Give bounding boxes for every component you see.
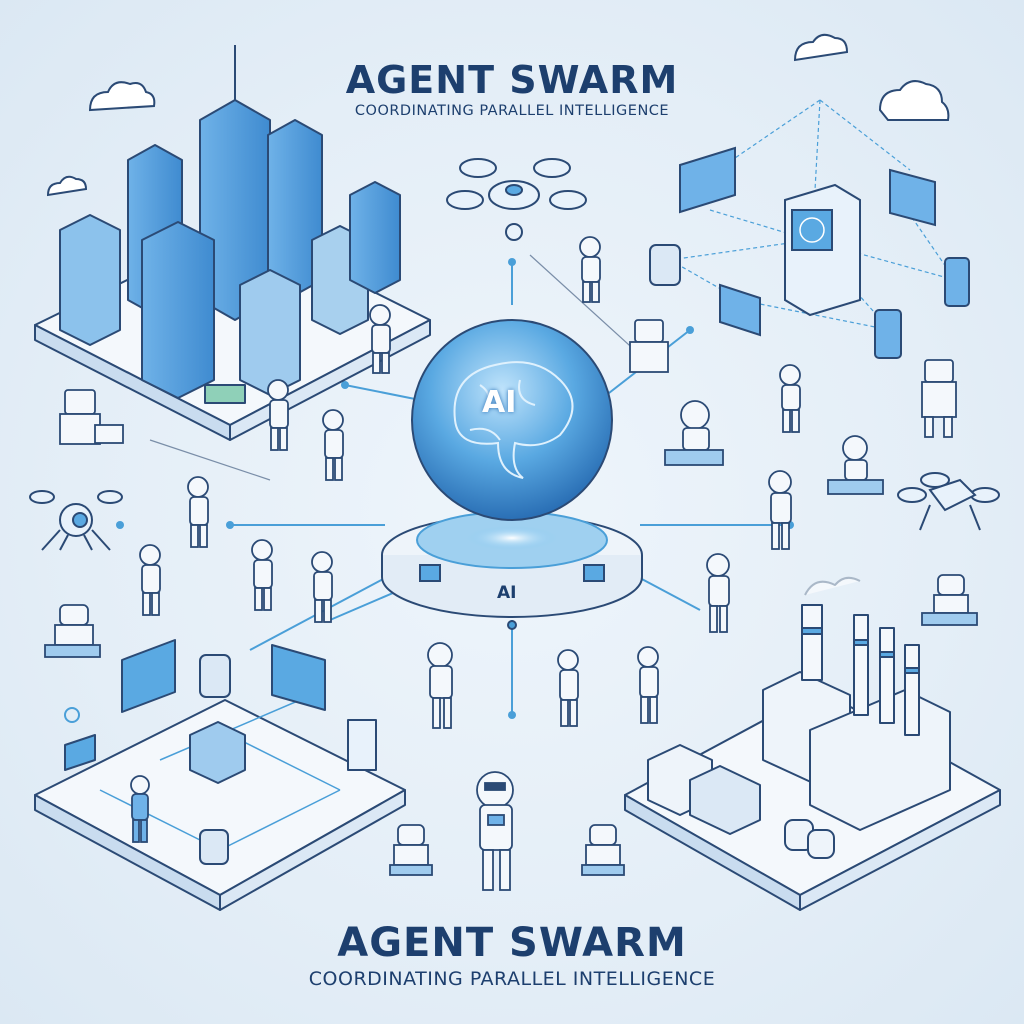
robot-icon (629, 319, 669, 373)
robot-icon (44, 604, 101, 658)
robot-icon (130, 775, 150, 843)
page-title: AGENT SWARM (345, 58, 679, 102)
robot-icon (139, 544, 161, 616)
drone-icon (897, 472, 1000, 531)
footer-subtitle: COORDINATING PARALLEL INTELLIGENCE (308, 968, 716, 990)
robot-icon (921, 359, 957, 438)
page-subtitle: COORDINATING PARALLEL INTELLIGENCE (354, 103, 670, 119)
robot-icon (476, 771, 514, 891)
cloud-icon (46, 33, 950, 197)
robot-icon (322, 409, 344, 481)
robot-icon (369, 304, 391, 374)
robot-icon (921, 574, 978, 626)
robot-agents (44, 236, 978, 891)
base-ai-label: AI (497, 583, 517, 603)
robot-icon (251, 539, 273, 611)
robot-icon (187, 476, 209, 548)
robot-icon (557, 649, 579, 727)
footer-title: AGENT SWARM (337, 920, 687, 966)
robot-icon (427, 642, 453, 729)
robot-icon (579, 236, 601, 303)
orb-ai-label: AI (482, 385, 517, 420)
robot-icon (59, 389, 124, 445)
robot-icon (779, 364, 801, 433)
ai-hub (381, 319, 643, 630)
robot-icon (664, 400, 724, 466)
robot-icon (311, 551, 333, 623)
robot-icon (706, 553, 730, 633)
brain-icon (453, 361, 574, 479)
robot-icon (581, 824, 625, 876)
network-zone (649, 99, 970, 359)
factory-zone (624, 576, 1001, 911)
robot-icon (768, 470, 792, 550)
drone-icon (446, 158, 587, 241)
robot-icon (637, 646, 659, 724)
robot-icon (827, 435, 884, 495)
robot-icon (267, 379, 289, 451)
robot-icon (389, 824, 433, 876)
drone-icon (29, 490, 123, 551)
data-center-zone (34, 639, 406, 911)
